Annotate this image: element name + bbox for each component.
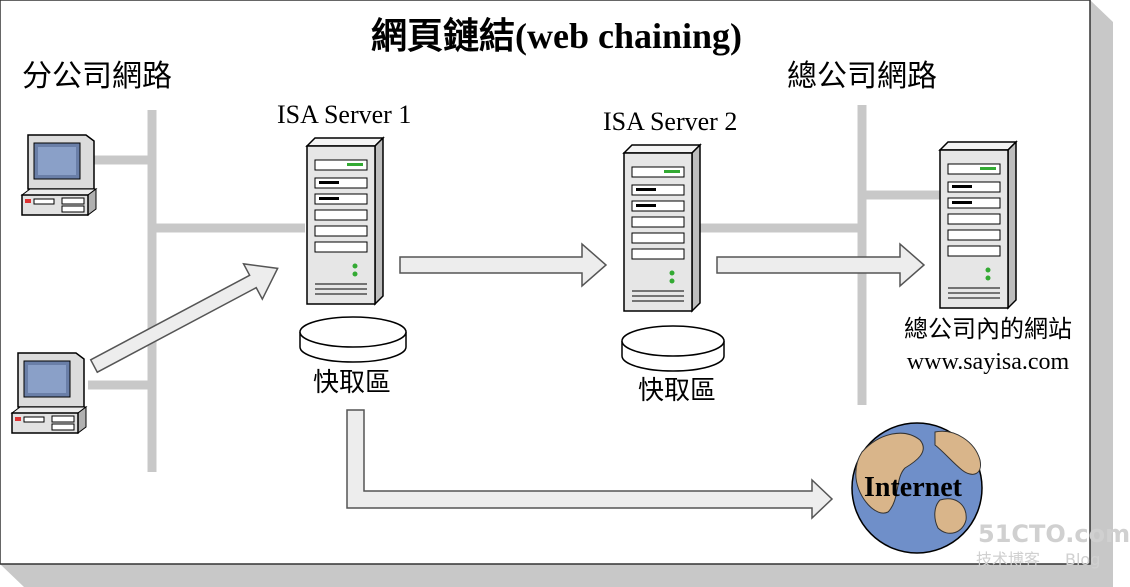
server1-cache-label: 快取區 [313,368,392,397]
server1-label: ISA Server 1 [277,100,412,129]
server1-cache-disk [299,316,407,363]
arrow-server1-to-internet [346,409,834,520]
arrow-server1-to-server2 [399,242,608,288]
diagram-title: 網頁鏈結(web chaining) [370,16,743,56]
watermark-site: 51CTO.com [978,520,1130,548]
internet-globe [851,422,983,554]
internet-label: Internet [864,472,962,503]
branch-network-label: 分公司網路 [22,60,172,93]
server2-cache-disk [621,325,725,372]
hq-site-url: www.sayisa.com [906,349,1070,375]
server2-cache-label: 快取區 [638,376,717,405]
isa-server-2 [623,144,701,312]
watermark-sub: 技术博客 [976,550,1041,569]
branch-client-pc-1 [21,134,97,216]
server2-label: ISA Server 2 [603,107,738,136]
request-arrows [89,242,926,520]
watermark-blog: Blog [1065,550,1101,569]
hq-site-name: 總公司內的網站 [904,317,1072,343]
arrow-client-to-server1 [89,262,279,374]
hq-network-label: 總公司網路 [787,60,937,93]
hq-web-server [939,141,1017,309]
isa-server-1 [306,137,384,305]
branch-network-lines [88,110,305,472]
branch-client-pc-2 [11,352,87,434]
arrow-server2-to-website [716,242,926,288]
hq-network-lines [700,105,940,405]
